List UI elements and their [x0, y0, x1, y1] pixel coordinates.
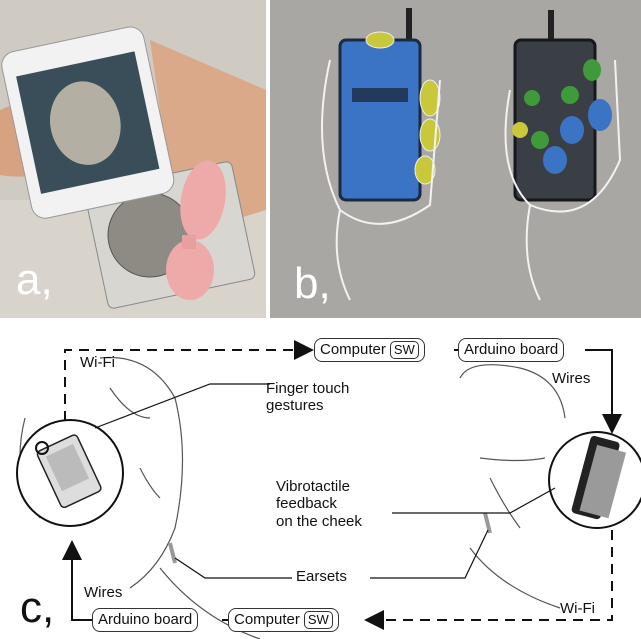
arduino-box-top: Arduino board — [458, 338, 564, 362]
computer-label: Computer — [234, 611, 300, 628]
vibrotactile-label: Vibrotactile feedback on the cheek — [276, 478, 362, 530]
panel-b-photo: b, — [270, 0, 641, 318]
arduino-box-bottom: Arduino board — [92, 608, 198, 632]
wires-right-label: Wires — [552, 370, 590, 387]
finger-touch-leader — [95, 384, 270, 428]
wires-left-label: Wires — [84, 584, 122, 601]
earsets-leader-left — [175, 558, 292, 578]
wifi-bottom-label: Wi-Fi — [560, 600, 595, 617]
earsets-leader-right — [370, 530, 488, 578]
panel-c-letter: c, — [20, 586, 54, 630]
panel-a-letter: a, — [16, 258, 53, 302]
sw-badge: SW — [390, 341, 419, 359]
sw-badge: SW — [304, 611, 333, 629]
computer-label: Computer — [320, 341, 386, 358]
wires-left-connector — [72, 544, 92, 620]
earsets-label: Earsets — [296, 568, 347, 585]
panel-a-photo: a, — [0, 0, 266, 318]
panel-b-letter: b, — [294, 262, 331, 306]
finger-touch-label: Finger touch gestures — [266, 380, 349, 415]
wires-right-connector — [585, 350, 612, 430]
vibrotactile-leader — [392, 488, 555, 513]
wifi-top-label: Wi-Fi — [80, 354, 115, 371]
